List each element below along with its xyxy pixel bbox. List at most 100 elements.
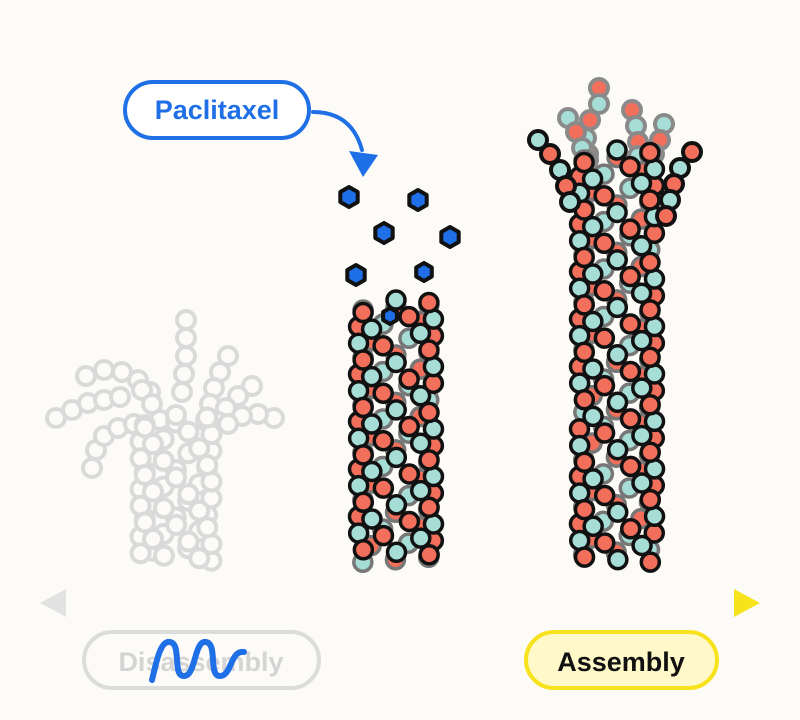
right-subunit xyxy=(573,341,596,364)
paclitaxel-molecule xyxy=(373,221,395,245)
middle-subunit xyxy=(352,491,375,514)
middle-subunit xyxy=(385,541,408,563)
faded-protofilament-subunit xyxy=(175,345,197,367)
middle-subunit xyxy=(372,335,394,357)
bound-paclitaxel-molecule xyxy=(414,261,434,283)
middle-subunit xyxy=(372,429,395,452)
right-subunit xyxy=(582,515,604,538)
faded-subunit xyxy=(177,420,200,443)
faded-subunit xyxy=(165,404,187,426)
paclitaxel-bound-microtubule xyxy=(347,289,445,573)
right-subunit xyxy=(631,472,653,494)
paclitaxel-label-box xyxy=(123,80,311,140)
faded-subunit xyxy=(133,463,156,486)
assembly-badge: Assembly xyxy=(524,630,719,690)
middle-subunit xyxy=(361,460,383,483)
middle-subunit xyxy=(418,401,440,424)
paclitaxel-callout: Paclitaxel xyxy=(123,80,378,177)
right-protofilament-subunit xyxy=(527,129,549,151)
right-subunit xyxy=(619,155,641,178)
paclitaxel-arrow-icon xyxy=(311,110,364,152)
middle-subunit xyxy=(418,291,440,314)
faded-protofilament-subunit xyxy=(171,381,193,403)
right-subunit xyxy=(582,468,604,490)
faded-subunit xyxy=(141,480,164,503)
right-subunit xyxy=(639,551,662,573)
middle-subunit xyxy=(409,384,432,407)
right-subunit xyxy=(639,141,661,164)
faded-subunit xyxy=(177,483,200,506)
faded-protofilament-subunit xyxy=(175,327,197,349)
disassembly-badge: Disassembly xyxy=(82,630,321,690)
middle-subunit xyxy=(409,432,432,454)
right-subunit xyxy=(593,185,615,207)
middle-subunit xyxy=(385,351,407,374)
middle-subunit xyxy=(398,368,420,390)
middle-subunit xyxy=(418,543,440,566)
middle-subunit xyxy=(352,349,374,371)
assembly-label: Assembly xyxy=(557,647,685,677)
right-protofilament-subunit xyxy=(539,143,561,165)
faded-subunit xyxy=(152,497,175,520)
paclitaxel-molecules xyxy=(338,185,461,326)
faded-subunit xyxy=(152,449,175,472)
paclitaxel-molecule xyxy=(338,185,360,209)
paclitaxel-arrowhead-icon xyxy=(349,151,378,177)
middle-subunit xyxy=(352,444,375,466)
right-subunit xyxy=(606,201,628,224)
middle-subunit xyxy=(398,305,420,328)
right-subunit xyxy=(573,246,595,269)
right-subunit xyxy=(630,172,653,195)
right-subunit xyxy=(639,299,661,321)
middle-subunit xyxy=(352,396,374,419)
right-subunit xyxy=(581,215,604,238)
faded-subunit xyxy=(133,511,156,534)
right-protofilament-subunit xyxy=(559,191,581,213)
right-protofilament-subunit xyxy=(588,93,610,115)
right-subunit xyxy=(573,498,596,521)
faded-subunit xyxy=(142,528,165,551)
right-subunit xyxy=(606,344,629,366)
middle-subunit xyxy=(409,479,432,502)
right-subunit xyxy=(619,313,642,335)
right-subunit xyxy=(573,151,595,174)
middle-subunit xyxy=(398,510,421,533)
faded-protofilament-subunit xyxy=(81,457,103,479)
middle-subunit xyxy=(385,446,408,469)
faded-subunit xyxy=(133,416,156,439)
faded-protofilament-subunit xyxy=(175,309,197,331)
middle-subunit xyxy=(385,289,407,311)
right-subunit xyxy=(573,451,596,473)
faded-subunit xyxy=(188,499,211,522)
right-subunit xyxy=(606,438,629,461)
right-subunit xyxy=(639,393,661,416)
right-subunit xyxy=(639,346,661,369)
middle-subunit xyxy=(361,413,383,435)
faded-subunit xyxy=(129,542,152,565)
right-subunit xyxy=(582,405,604,428)
right-subunit xyxy=(573,389,596,411)
right-subunit xyxy=(593,374,616,397)
right-subunit xyxy=(619,518,642,540)
paclitaxel-molecule xyxy=(407,188,429,212)
paclitaxel-molecule xyxy=(439,225,461,249)
right-subunit xyxy=(619,360,642,383)
assembled-microtubule xyxy=(527,77,703,573)
disassembly-label: Disassembly xyxy=(118,647,283,677)
middle-subunit xyxy=(385,399,407,421)
faded-subunit xyxy=(141,433,164,456)
middle-subunit xyxy=(361,508,383,530)
middle-subunit xyxy=(410,527,432,549)
faded-subunit xyxy=(196,406,219,429)
right-subunit xyxy=(619,455,642,478)
faded-subunit xyxy=(165,466,188,489)
disassembled-microtubule xyxy=(45,309,285,572)
middle-subunit xyxy=(398,415,420,438)
right-protofilament-subunit xyxy=(681,141,703,163)
middle-subunit xyxy=(418,449,440,471)
right-subunit xyxy=(606,139,628,161)
faded-protofilament-subunit xyxy=(217,413,239,435)
middle-subunit xyxy=(372,382,394,404)
middle-subunit xyxy=(352,301,374,324)
